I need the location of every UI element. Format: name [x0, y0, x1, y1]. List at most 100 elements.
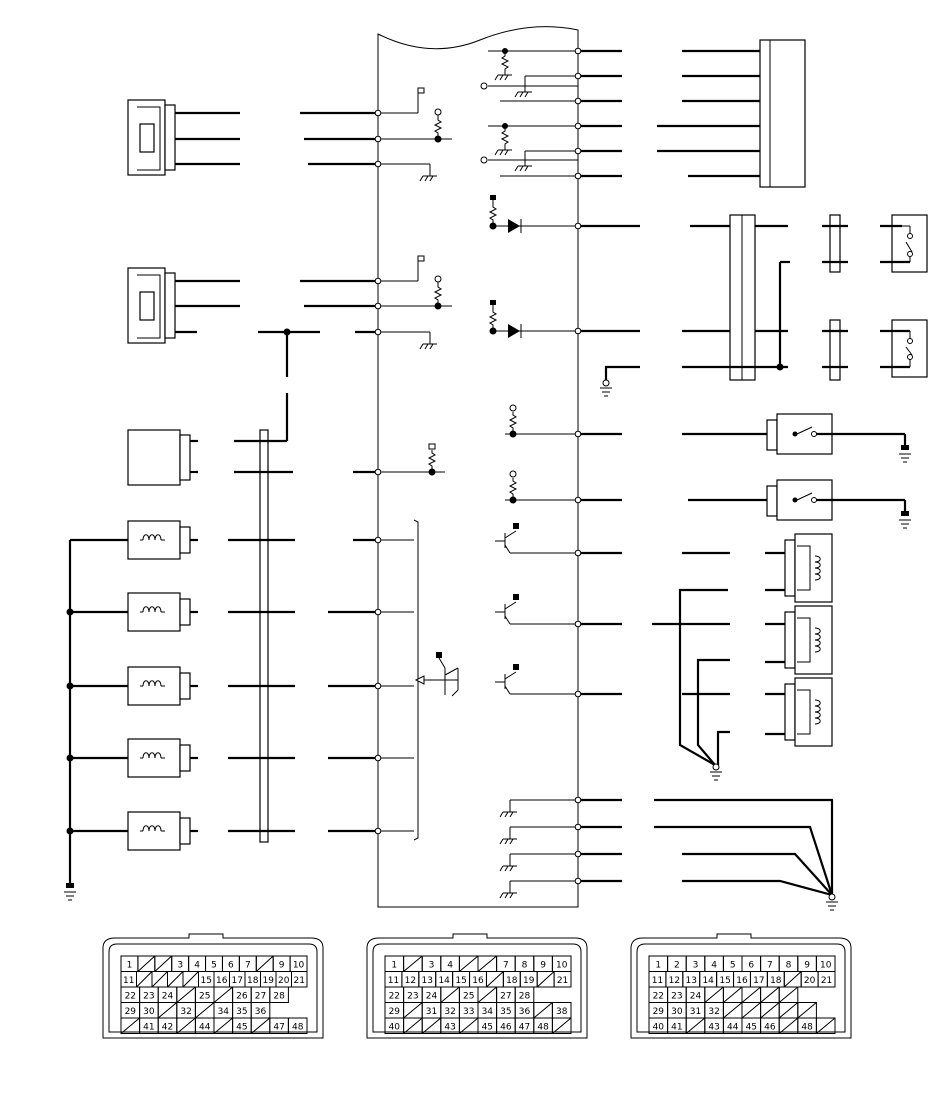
connector-pin-label: 24 — [426, 992, 438, 1002]
connector-pin-unused — [760, 1002, 780, 1019]
connector-pin-label: 1 — [391, 961, 397, 971]
connector-pin-unused — [816, 1017, 836, 1034]
injector-driver — [413, 519, 459, 841]
ground-wires — [578, 798, 838, 911]
connector-pin-label: 41 — [143, 1023, 154, 1033]
connector-pin-label: 18 — [247, 976, 259, 986]
connector-pin-label: 4 — [711, 961, 717, 971]
connector-pin-label: 3 — [177, 961, 183, 971]
connector-pin-label: 15 — [201, 976, 212, 986]
connector-pin-cell — [551, 1017, 572, 1034]
ecu-ground-3 — [499, 853, 578, 872]
ecu-pin — [374, 536, 382, 544]
connector-pin-unused — [403, 1002, 423, 1019]
connector-pin-label: 8 — [522, 961, 528, 971]
connector-pin-label: 29 — [653, 1007, 665, 1017]
connector-pin-label: 13 — [686, 976, 697, 986]
connector-pin-label: 16 — [216, 976, 228, 986]
ecu-pin — [374, 468, 382, 476]
connector-pin-label: 42 — [162, 1023, 173, 1033]
injector-4 — [70, 738, 414, 778]
connector-pin-label: 47 — [519, 1023, 530, 1033]
connector-pin-label: 48 — [537, 1023, 549, 1033]
connector-pin-unused — [723, 1002, 743, 1019]
ecu-pin — [374, 328, 382, 336]
connector-pin-label: 22 — [389, 992, 400, 1002]
ecu-pin — [574, 823, 582, 831]
connector-pin-label: 27 — [500, 992, 511, 1002]
connector-pin-label: 18 — [506, 976, 518, 986]
connector-pin-label: 21 — [557, 976, 568, 986]
injector-1 — [127, 520, 414, 560]
connector-pin-unused — [778, 1002, 799, 1019]
sensor-middle — [127, 255, 452, 377]
connector-pin-label: 38 — [556, 1007, 568, 1017]
connector-pin-label: 4 — [194, 961, 200, 971]
ecu-internal-grounds — [499, 799, 578, 899]
ecu-pin — [574, 690, 582, 698]
connector-pin-label: 9 — [804, 961, 810, 971]
connector-pin-label: 36 — [255, 1007, 267, 1017]
right-top-wires — [578, 49, 760, 178]
connector-pin-label: 10 — [556, 961, 568, 971]
connector-pin-unused — [250, 1017, 271, 1034]
connector-pin-label: 14 — [702, 976, 714, 986]
ecu-pin — [574, 222, 582, 230]
connector-pin-label: 45 — [746, 1023, 757, 1033]
connector-pin-unused — [403, 955, 423, 972]
connector-pin-label: 5 — [211, 961, 217, 971]
connector-pin-unused — [157, 1002, 178, 1019]
connector-pin-label: 30 — [671, 1007, 683, 1017]
ecu-pin — [574, 620, 582, 628]
connector-pin-unused — [176, 986, 196, 1003]
connector-pin-unused — [213, 1017, 233, 1034]
connector-pin-unused — [136, 971, 153, 988]
connector-pin-label: 26 — [236, 992, 248, 1002]
connector-pin-unused — [723, 986, 743, 1003]
connector-pin-label: 18 — [770, 976, 782, 986]
connector-pin-label: 12 — [405, 976, 416, 986]
connector-pin-label: 22 — [125, 992, 136, 1002]
connector-pin-label: 23 — [143, 992, 154, 1002]
coil-ground — [678, 588, 730, 781]
connector-pin-unused — [741, 1002, 761, 1019]
ecu-pin — [574, 496, 582, 504]
connector-pin-label: 44 — [727, 1023, 739, 1033]
connector-pin-label: 7 — [767, 961, 773, 971]
connector-pin-cell — [817, 971, 836, 988]
connector-pin-label: 31 — [690, 1007, 701, 1017]
connector-pin-label: 25 — [463, 992, 474, 1002]
connector-pin-label: 44 — [199, 1023, 211, 1033]
ignition-coils — [495, 523, 833, 747]
ecu-pin — [574, 172, 582, 180]
ecu-ground-1 — [499, 799, 578, 818]
connector-pin-label: 33 — [463, 1007, 474, 1017]
relay-section — [600, 214, 928, 397]
ecu-ground-2 — [499, 826, 578, 845]
connector-pin-unused — [741, 986, 761, 1003]
connector-pin-label: 2 — [674, 961, 680, 971]
connector-pin-label: 7 — [503, 961, 509, 971]
connector-pin-label: 24 — [690, 992, 702, 1002]
ecu-pin — [374, 277, 382, 285]
ecu-pin — [374, 608, 382, 616]
ecu-pin — [574, 796, 582, 804]
connector-pin-label: 19 — [263, 976, 275, 986]
ecu-pin — [574, 47, 582, 55]
injector-5 — [70, 811, 414, 851]
connector-pin-label: 32 — [444, 1007, 455, 1017]
connector-pin-unused — [797, 1002, 817, 1019]
connector-pin-label: 36 — [519, 1007, 531, 1017]
connector-pin-unused — [182, 971, 199, 988]
connector-pin-unused — [486, 971, 504, 988]
ecu-module — [377, 26, 579, 908]
connector-pin-label: 16 — [736, 976, 748, 986]
connector-pin-label: 22 — [653, 992, 664, 1002]
connector-pin-label: 40 — [653, 1023, 665, 1033]
connector-pin-label: 13 — [422, 976, 433, 986]
connector-pin-label: 35 — [236, 1007, 247, 1017]
connector-pin-label: 11 — [652, 976, 663, 986]
